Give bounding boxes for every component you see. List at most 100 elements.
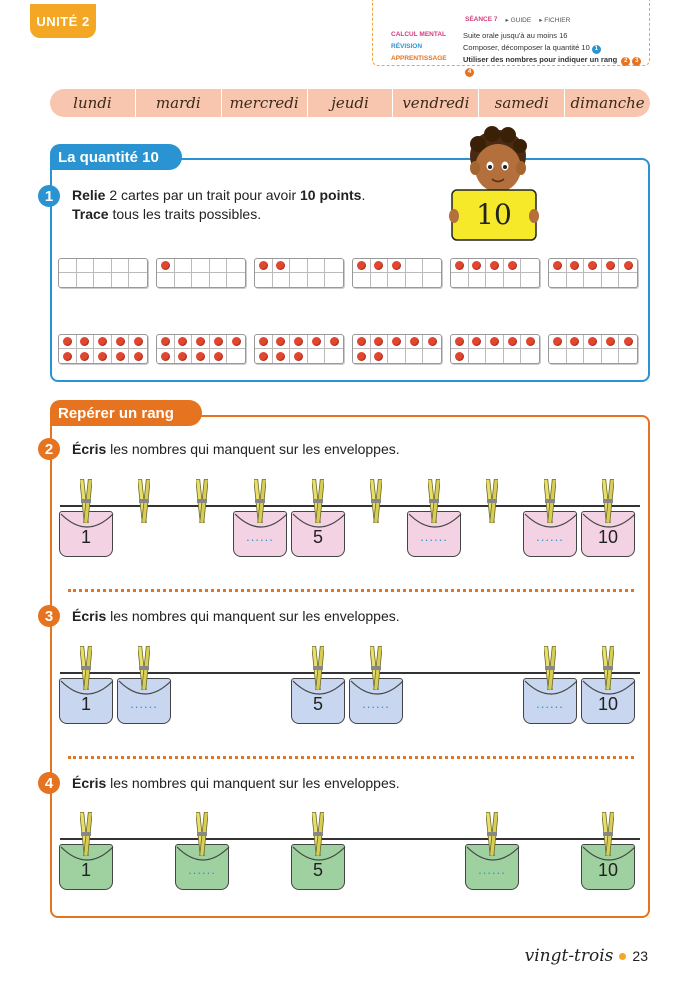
red-dot: [489, 261, 499, 270]
session-header: SÉANCE 7 ▸ GUIDE ▸ FICHIER: [465, 16, 570, 24]
envelope-flap-icon: [582, 513, 636, 528]
fichier-link: ▸ FICHIER: [539, 17, 571, 24]
instruction-text: 2 cartes par un trait pour avoir: [105, 187, 301, 203]
ten-frame-card[interactable]: [156, 258, 246, 288]
guide-label: GUIDE: [510, 17, 532, 24]
info-row-value-wrap: Utiliser des nombres pour indiquer un ra…: [463, 55, 649, 77]
ten-frame-cell: [227, 273, 245, 287]
envelope-number: 5: [312, 527, 323, 547]
ten-frame-card[interactable]: [352, 334, 442, 364]
ten-frame-cell: [192, 273, 210, 287]
ten-frame-cell: [157, 335, 175, 349]
ten-frame-cell: [308, 349, 326, 363]
ten-frame-cell: [451, 335, 469, 349]
envelope-flap-icon: [292, 680, 346, 695]
ten-frame-cell: [255, 273, 273, 287]
ten-frame-cell: [503, 259, 522, 273]
ten-frame-cell: [129, 259, 147, 273]
ten-frame-card[interactable]: [548, 334, 638, 364]
instruction-highlight: 10 points: [300, 187, 362, 203]
ten-frame-card[interactable]: [58, 334, 148, 364]
red-dot: [195, 351, 205, 361]
ten-frame-cell: [112, 349, 130, 363]
red-dot: [258, 337, 268, 346]
exercise-badge: 2: [621, 57, 631, 66]
unit-tab: UNITÉ 2: [30, 4, 96, 38]
instruction-text: les nombres qui manquent sur les envelop…: [106, 608, 400, 624]
ten-frame-cell: [469, 273, 487, 287]
ten-frame-card[interactable]: [450, 258, 540, 288]
ten-frame-cell: [584, 349, 602, 363]
exercise-1-instruction: Relie 2 cartes par un trait pour avoir 1…: [72, 186, 365, 224]
red-dot: [356, 261, 366, 270]
ten-frame-card[interactable]: [58, 258, 148, 288]
ten-frame-card[interactable]: [156, 334, 246, 364]
envelope-flap-icon: [582, 846, 636, 861]
ten-frame-cell: [451, 273, 469, 287]
envelope-flap-icon: [524, 680, 578, 695]
ten-frame-cell: [174, 335, 193, 349]
ten-frame-cell: [325, 273, 343, 287]
ten-frame-card[interactable]: [254, 334, 344, 364]
ten-frame-cell: [566, 335, 585, 349]
ten-frame-cell: [405, 259, 424, 273]
ten-frame-card[interactable]: [450, 334, 540, 364]
exercise-number-1: 1: [38, 185, 60, 207]
day-lundi: lundi: [50, 89, 136, 117]
ten-frame-cell: [192, 335, 210, 349]
ten-frame-cell: [469, 349, 487, 363]
ten-frame-cell: [94, 335, 112, 349]
ten-frame-cell: [325, 259, 343, 273]
ten-frame-cell: [111, 335, 130, 349]
clothespin-icon: [428, 479, 440, 523]
ten-frame-cell: [175, 273, 193, 287]
envelope-flap-icon: [60, 513, 114, 528]
clothespin-icon: [138, 646, 150, 690]
ten-frame-cell: [353, 335, 371, 349]
envelope-flap-icon: [292, 846, 346, 861]
dotted-separator: [68, 589, 634, 592]
red-dot: [472, 261, 482, 270]
info-row-value: Suite orale jusqu'à au moins 16: [463, 31, 568, 40]
ten-frame-cell: [157, 349, 175, 363]
red-dot: [587, 261, 597, 270]
clothespin-icon: [370, 646, 382, 690]
ten-frame-cell: [567, 349, 585, 363]
ten-frame-cell: [273, 349, 291, 363]
red-dot: [178, 337, 188, 346]
ten-frame-cell: [584, 259, 602, 273]
ten-frame-cell: [210, 273, 228, 287]
red-dot: [552, 261, 562, 270]
red-dot: [160, 351, 170, 361]
red-dot: [507, 337, 517, 346]
exercise-badge: 1: [591, 45, 601, 54]
envelope-blank: ......: [536, 529, 564, 544]
ten-frame-cell: [77, 349, 95, 363]
clothespin-icon: [602, 646, 614, 690]
day-mercredi: mercredi: [222, 89, 308, 117]
ten-frame-cell: [59, 335, 77, 349]
page-number-word: vingt-trois: [524, 946, 614, 966]
envelope-number: 10: [597, 527, 619, 547]
red-dot: [454, 261, 464, 270]
clothespin-icon: [138, 479, 150, 523]
clothesline: [60, 505, 640, 507]
ten-frame-cell: [112, 273, 130, 287]
info-row-value: Composer, décomposer la quantité 10: [463, 43, 590, 52]
ten-frame-cell: [370, 259, 389, 273]
red-dot: [62, 351, 72, 361]
ten-frame-cell: [468, 259, 487, 273]
ten-frame-card[interactable]: [548, 258, 638, 288]
ten-frame-cell: [272, 259, 291, 273]
instruction-verb: Relie: [72, 187, 106, 203]
ten-frame-cell: [549, 349, 567, 363]
ten-frame-cell: [307, 335, 326, 349]
ten-frame-cell: [423, 259, 441, 273]
ten-frame-card[interactable]: [254, 258, 344, 288]
envelope-flap-icon: [118, 680, 172, 695]
ten-frame-cell: [584, 273, 602, 287]
section-rang-frame: [50, 415, 650, 918]
red-dot: [587, 337, 597, 346]
ten-frame-card[interactable]: [352, 258, 442, 288]
ten-frame-cell: [549, 273, 567, 287]
